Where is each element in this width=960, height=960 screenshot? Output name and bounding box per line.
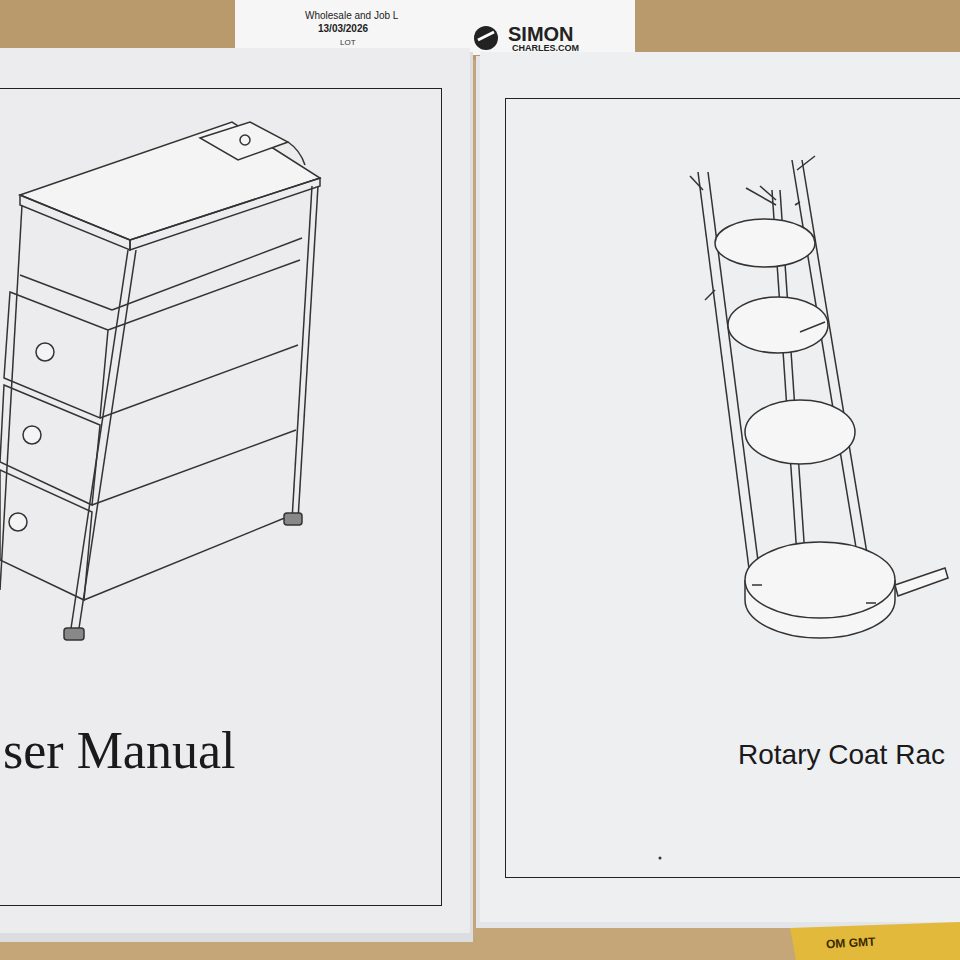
tape-text: OM GMT — [826, 935, 876, 952]
lot-label-text: Wholesale and Job L — [305, 10, 398, 21]
lot-label-text: SIMON — [508, 23, 574, 46]
lot-label-text: 13/03/2026 — [318, 23, 368, 34]
cover-title: Rotary Coat Rac — [738, 739, 945, 771]
lot-label-text: CHARLES.COM — [512, 43, 579, 53]
lot-label-text: LOT — [340, 38, 356, 47]
manual-cover: Rotary Coat Rac — [505, 98, 960, 878]
cover-title: ser Manual — [3, 721, 235, 780]
manual-cover: ser Manual — [0, 88, 442, 906]
